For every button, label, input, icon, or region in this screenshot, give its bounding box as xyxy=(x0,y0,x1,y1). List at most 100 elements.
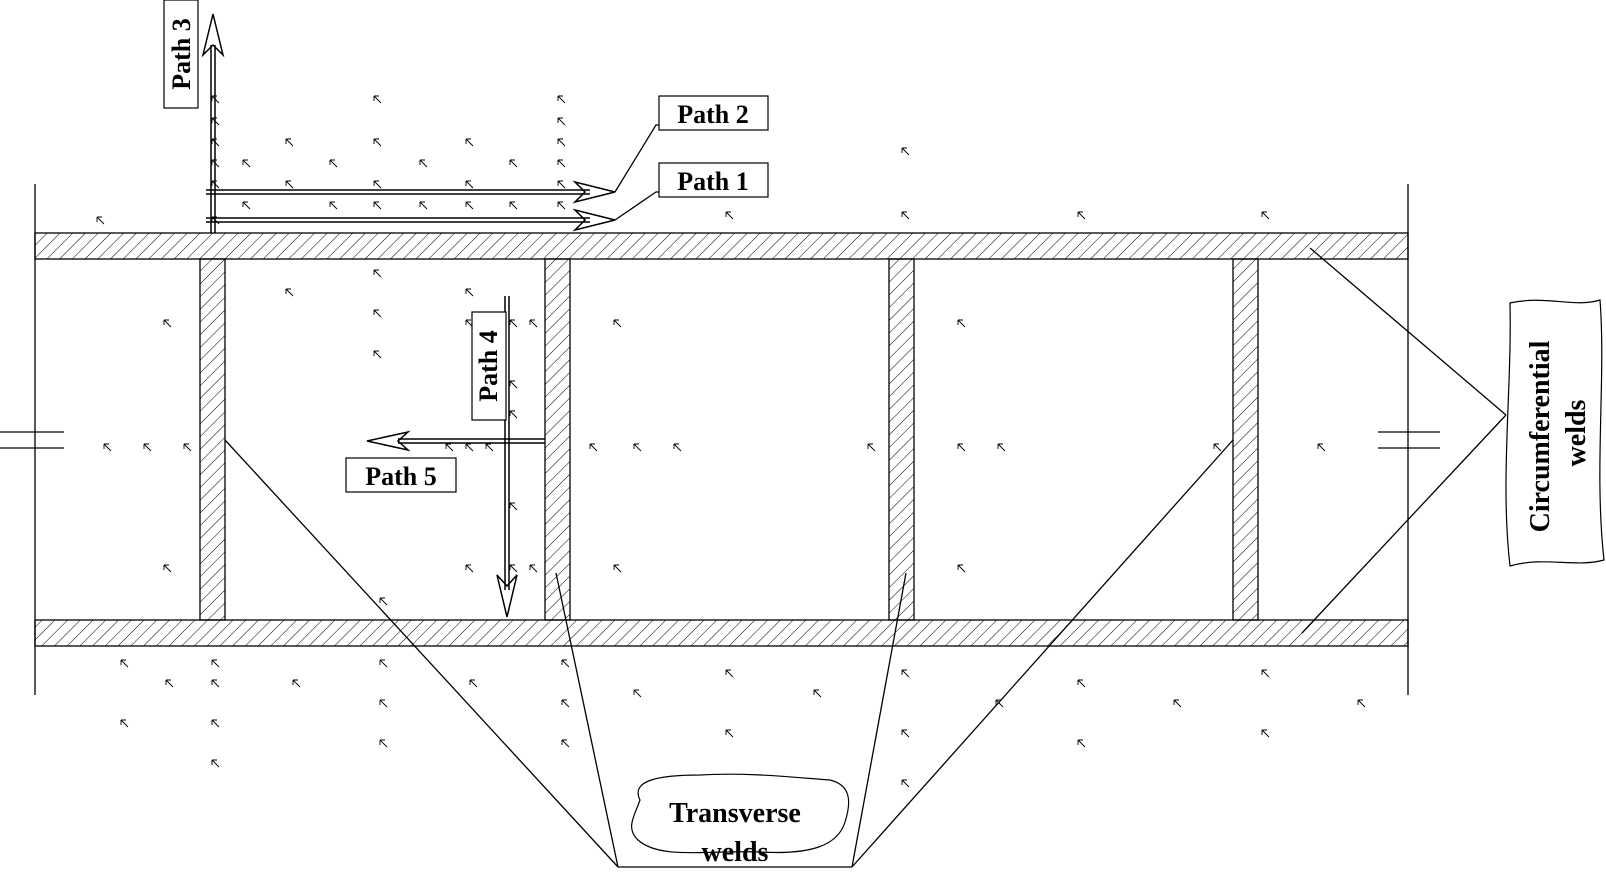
transverse-welds-callout: Transverse welds xyxy=(631,773,850,868)
gauge-mark xyxy=(285,180,294,189)
transverse-leaders xyxy=(224,439,1234,868)
gauge-mark xyxy=(557,117,566,126)
gauge-mark xyxy=(509,380,518,389)
gauge-mark xyxy=(96,216,105,225)
gauge-mark xyxy=(465,443,474,452)
gauge-mark xyxy=(561,739,570,748)
gauge-mark xyxy=(901,211,910,220)
gauge-mark xyxy=(465,180,474,189)
gauge-mark xyxy=(1261,211,1270,220)
gauge-mark xyxy=(373,95,382,104)
gauge-mark xyxy=(285,288,294,297)
gauge-mark xyxy=(1317,443,1326,452)
path-3-text: Path 3 xyxy=(167,18,196,90)
gauge-mark xyxy=(633,689,642,698)
gauge-mark xyxy=(120,659,129,668)
gauge-mark xyxy=(163,564,172,573)
gauge-mark xyxy=(1213,443,1222,452)
gauge-mark xyxy=(465,138,474,147)
gauge-mark xyxy=(613,319,622,328)
gauge-mark xyxy=(557,95,566,104)
gauge-mark xyxy=(329,201,338,210)
gauge-mark xyxy=(633,443,642,452)
path-3-arrow xyxy=(201,13,225,233)
transverse-webs xyxy=(199,258,1259,621)
path-2-arrow xyxy=(206,180,616,204)
gauge-mark xyxy=(725,669,734,678)
path-4-text: Path 4 xyxy=(474,330,503,402)
gauge-mark xyxy=(103,443,112,452)
gauge-mark xyxy=(373,309,382,318)
gauge-mark xyxy=(120,719,129,728)
gauge-mark xyxy=(1077,679,1086,688)
gauge-mark xyxy=(465,201,474,210)
gauge-mark xyxy=(509,410,518,419)
gauge-mark xyxy=(419,159,428,168)
gauge-mark xyxy=(211,659,220,668)
gauge-mark xyxy=(1261,669,1270,678)
gauge-mark xyxy=(957,443,966,452)
gauge-mark xyxy=(509,319,518,328)
gauge-mark xyxy=(1173,699,1182,708)
path-1-arrow xyxy=(206,208,616,232)
gauge-mark xyxy=(445,443,454,452)
gauge-mark xyxy=(673,443,682,452)
circumferential-welds-callout: Circumferential welds xyxy=(1505,299,1605,567)
gauge-mark xyxy=(725,211,734,220)
gauge-mark xyxy=(242,159,251,168)
outer-boundary xyxy=(0,184,1440,695)
gauge-mark xyxy=(509,159,518,168)
gauge-mark xyxy=(509,564,518,573)
gauge-mark xyxy=(419,201,428,210)
gauge-mark xyxy=(292,679,301,688)
gauge-mark xyxy=(901,779,910,788)
gauge-mark xyxy=(957,319,966,328)
gauge-mark xyxy=(589,443,598,452)
gauge-mark xyxy=(557,201,566,210)
gauge-mark xyxy=(211,759,220,768)
gauge-mark xyxy=(373,350,382,359)
gauge-marks xyxy=(96,95,1366,788)
gauge-mark xyxy=(901,147,910,156)
gauge-mark xyxy=(373,138,382,147)
gauge-mark xyxy=(379,739,388,748)
gauge-mark xyxy=(509,502,518,511)
circumferential-leaders xyxy=(1301,247,1507,634)
gauge-mark xyxy=(1077,739,1086,748)
path-5-arrow xyxy=(366,430,545,452)
gauge-mark xyxy=(1357,699,1366,708)
gauge-mark xyxy=(509,201,518,210)
gauge-mark xyxy=(1261,729,1270,738)
gauge-mark xyxy=(242,201,251,210)
gauge-mark xyxy=(165,679,174,688)
gauge-mark xyxy=(557,180,566,189)
path-5-label: Path 5 xyxy=(345,457,457,493)
transverse-line2: welds xyxy=(702,837,769,868)
gauge-mark xyxy=(561,699,570,708)
transverse-line1: Transverse xyxy=(669,798,801,829)
gauge-mark xyxy=(373,269,382,278)
gauge-mark xyxy=(613,564,622,573)
path-1-label: Path 1 xyxy=(658,162,769,198)
gauge-mark xyxy=(867,443,876,452)
gauge-mark xyxy=(465,564,474,573)
gauge-mark xyxy=(1077,211,1086,220)
circumferential-line2: welds xyxy=(1561,399,1592,466)
gauge-mark xyxy=(813,689,822,698)
gauge-mark xyxy=(557,138,566,147)
gauge-mark xyxy=(183,443,192,452)
gauge-mark xyxy=(379,597,388,606)
path-3-label: Path 3 xyxy=(163,0,199,109)
gauge-mark xyxy=(211,719,220,728)
bottom-flange xyxy=(34,619,1409,647)
path-4-label: Path 4 xyxy=(471,311,507,421)
path-label-leaders xyxy=(614,124,663,221)
gauge-mark xyxy=(373,180,382,189)
gauge-mark xyxy=(561,659,570,668)
gauge-mark xyxy=(529,564,538,573)
gauge-mark xyxy=(529,319,538,328)
gauge-mark xyxy=(485,443,494,452)
gauge-mark xyxy=(557,159,566,168)
gauge-mark xyxy=(379,659,388,668)
